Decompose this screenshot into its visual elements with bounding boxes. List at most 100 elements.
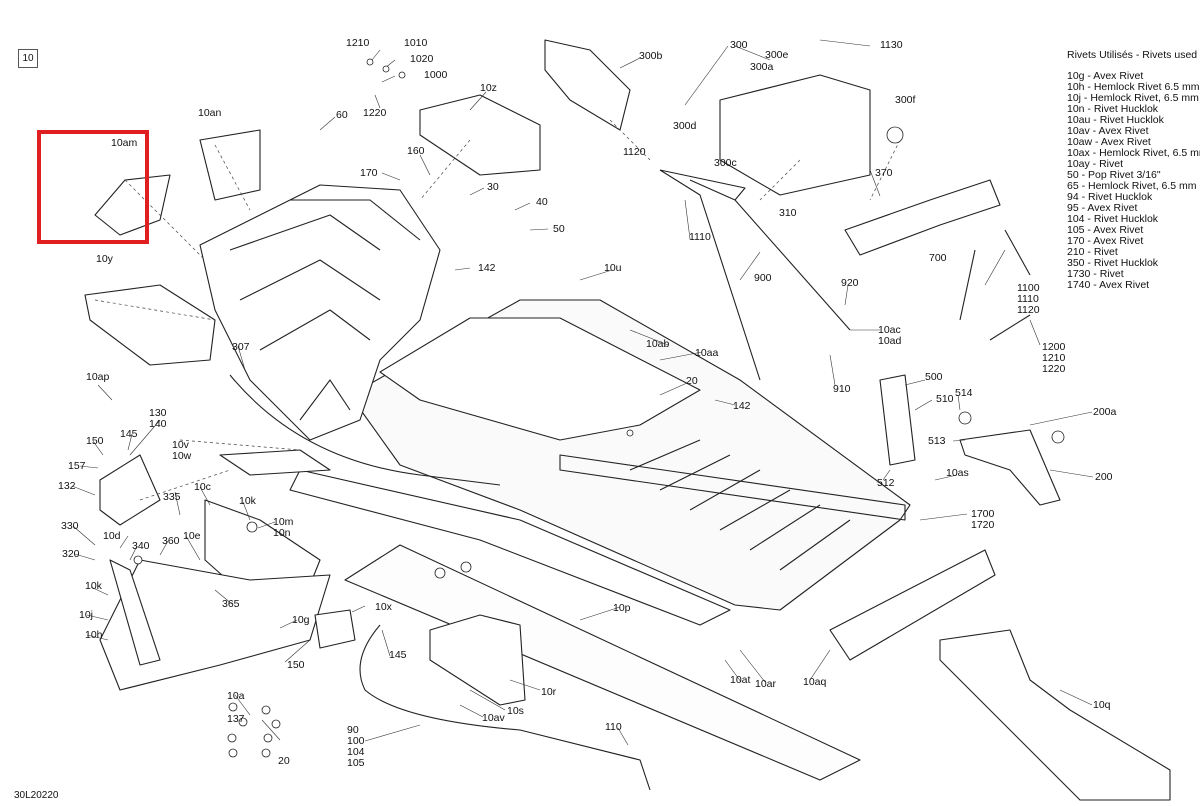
legend-item: 10g - Avex Rivet	[1067, 70, 1144, 82]
deflector-10q	[939, 629, 1171, 801]
tunnel-side-panel	[289, 469, 731, 626]
callout-10s: 10s	[507, 705, 524, 717]
legend-item: 105 - Avex Rivet	[1067, 224, 1144, 236]
callout-150-b: 150	[287, 659, 305, 671]
callout-137: 137	[227, 713, 245, 725]
callout-1200-group: 1200 1210 1220	[1042, 341, 1066, 375]
callout-10as: 10as	[946, 467, 969, 479]
callout-10h: 10h	[85, 629, 103, 641]
legend-item: 10h - Hemlock Rivet 6.5 mm	[1067, 81, 1200, 93]
callout-300b: 300b	[639, 50, 663, 62]
legend-item: 104 - Rivet Hucklok	[1067, 213, 1159, 225]
callout-10d: 10d	[103, 530, 121, 542]
callout-920: 920	[841, 277, 859, 289]
callout-513: 513	[928, 435, 946, 447]
callout-370: 370	[875, 167, 893, 179]
callout-10ab: 10ab	[646, 338, 670, 350]
engine-cradle	[199, 184, 441, 441]
legend-items: 10g - Avex Rivet 10h - Hemlock Rivet 6.5…	[1067, 70, 1200, 291]
legend-item: 170 - Avex Rivet	[1067, 235, 1144, 247]
callout-30: 30	[487, 181, 499, 193]
callout-130-140: 130 140	[149, 407, 167, 430]
callout-10av: 10av	[482, 712, 505, 724]
callout-300: 300	[730, 39, 748, 51]
callout-1110: 1110	[689, 231, 711, 243]
plate-10r	[429, 614, 526, 706]
callout-510: 510	[936, 393, 954, 405]
callout-40: 40	[536, 196, 548, 208]
highlight-box-10am	[37, 130, 149, 244]
rail-1700	[829, 549, 996, 661]
callout-132: 132	[58, 480, 76, 492]
callout-10aq: 10aq	[803, 676, 827, 688]
callout-500: 500	[925, 371, 943, 383]
callout-10k-a: 10k	[239, 495, 256, 507]
reference-code: 30L20220	[14, 790, 59, 801]
legend-item: 350 - Rivet Hucklok	[1067, 257, 1159, 269]
callout-145-a: 145	[120, 428, 138, 440]
arm-200	[959, 429, 1061, 506]
legend-item: 65 - Hemlock Rivet, 6.5 mm	[1067, 180, 1197, 192]
callout-110: 110	[605, 721, 622, 733]
callout-330: 330	[61, 520, 79, 532]
callout-10z: 10z	[480, 82, 497, 94]
rod-1110	[959, 249, 976, 321]
callout-10r: 10r	[541, 686, 557, 698]
callout-10ap: 10ap	[86, 371, 110, 383]
callout-10v-10w: 10v 10w	[172, 439, 192, 462]
callout-10ar: 10ar	[755, 678, 777, 690]
callout-300c: 300c	[714, 157, 737, 169]
callout-157: 157	[68, 460, 86, 472]
tunnel-top-panel	[379, 317, 701, 441]
arm-700	[844, 179, 1001, 256]
strip-10v	[219, 449, 331, 476]
tunnel-rail-right	[559, 454, 906, 521]
callout-365: 365	[222, 598, 240, 610]
callout-20-b: 20	[278, 755, 290, 767]
legend-item: 10ay - Rivet	[1067, 158, 1124, 170]
legend-item: 1730 - Rivet	[1067, 268, 1124, 280]
bracket-10z	[419, 94, 541, 176]
callout-10ac-group: 10ac 10ad	[878, 324, 902, 347]
callout-20-a: 20	[686, 375, 698, 387]
strip-10p	[344, 544, 861, 781]
legend-item: 10n - Rivet Hucklok	[1067, 103, 1159, 115]
callout-1100-group: 1100 1110 1120	[1017, 282, 1040, 316]
callout-10k-b: 10k	[85, 580, 102, 592]
callout-300e: 300e	[765, 49, 789, 61]
bracket-300	[719, 74, 871, 196]
legend-item: 95 - Avex Rivet	[1067, 202, 1138, 214]
callout-1010: 1010	[404, 37, 428, 49]
callout-320: 320	[62, 548, 80, 560]
legend-item: 10av - Avex Rivet	[1067, 125, 1149, 137]
callout-10at: 10at	[730, 674, 751, 686]
legend-item: 50 - Pop Rivet 3/16"	[1067, 169, 1161, 181]
legend-item: 210 - Rivet	[1067, 246, 1118, 258]
callout-1130: 1130	[880, 39, 903, 51]
legend-item: 10ax - Hemlock Rivet, 6.5 mm	[1067, 147, 1200, 159]
callout-170: 170	[360, 167, 378, 179]
callout-1120: 1120	[623, 146, 646, 158]
legend-item: 94 - Rivet Hucklok	[1067, 191, 1153, 203]
callout-512: 512	[877, 477, 895, 489]
callout-10m-10n: 10m 10n	[273, 516, 294, 539]
callout-1210: 1210	[346, 37, 370, 49]
callout-10c: 10c	[194, 481, 211, 493]
callout-700: 700	[929, 252, 947, 264]
bracket-10y	[84, 284, 216, 366]
callout-10am: 10am	[111, 137, 138, 149]
callout-1000: 1000	[424, 69, 448, 81]
bracket-10an	[199, 129, 261, 201]
callout-300d: 300d	[673, 120, 697, 132]
callout-60: 60	[336, 109, 348, 121]
legend-item: 10aw - Avex Rivet	[1067, 136, 1151, 148]
callout-360: 360	[162, 535, 180, 547]
callout-10aa: 10aa	[695, 347, 719, 359]
callout-307: 307	[232, 341, 250, 353]
rod-1100	[1004, 229, 1031, 276]
callout-142-a: 142	[478, 262, 496, 274]
callout-340: 340	[132, 540, 150, 552]
callout-10g: 10g	[292, 614, 310, 626]
